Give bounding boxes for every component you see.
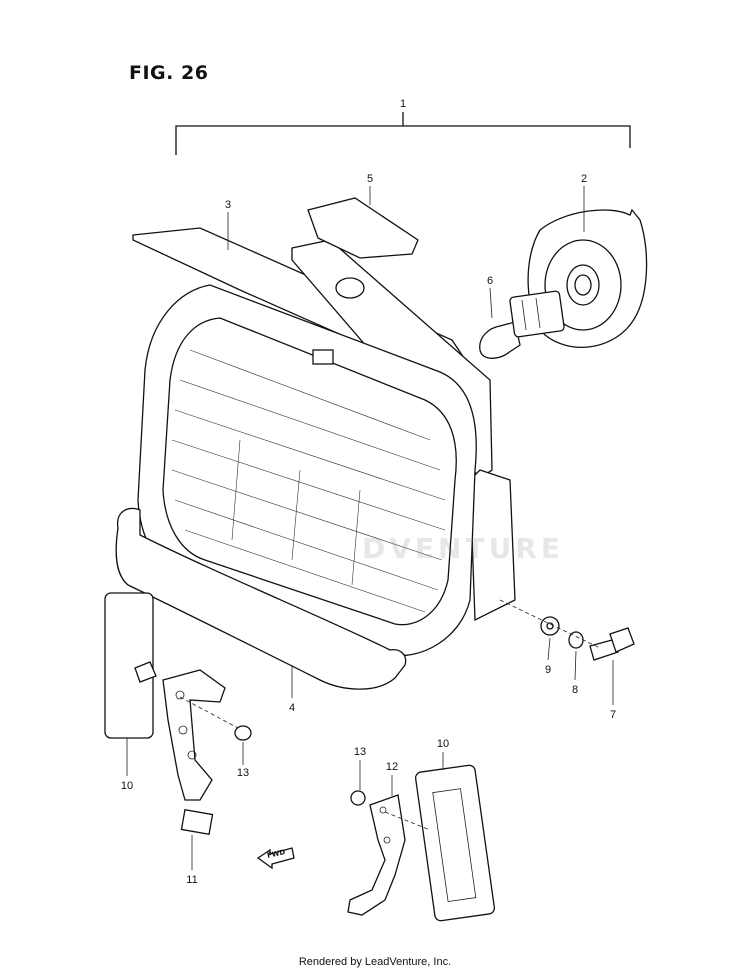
footer-credit: Rendered by LeadVenture, Inc. xyxy=(298,956,452,968)
bracket-right xyxy=(347,794,406,916)
callout-2[interactable]: 2 xyxy=(580,173,588,185)
leader-lines xyxy=(126,186,614,870)
callout-5[interactable]: 5 xyxy=(366,173,374,185)
gasket-plate xyxy=(307,197,419,259)
figure-title: FIG. 26 xyxy=(129,62,209,84)
callout-13-left[interactable]: 13 xyxy=(236,767,250,779)
callout-13-right[interactable]: 13 xyxy=(353,746,367,758)
callout-12[interactable]: 12 xyxy=(385,761,399,773)
callout-6[interactable]: 6 xyxy=(486,275,494,287)
callout-4[interactable]: 4 xyxy=(288,702,296,714)
fwd-arrow-icon xyxy=(256,847,295,870)
reflector-right xyxy=(414,764,496,922)
bracket-left xyxy=(162,669,226,801)
reflector-left xyxy=(104,592,154,739)
nut-right xyxy=(350,790,366,806)
watermark: DVENTURE xyxy=(362,532,564,565)
bulb xyxy=(479,290,565,359)
assembly-bracket xyxy=(175,112,631,155)
callout-8[interactable]: 8 xyxy=(571,684,579,696)
nut-left xyxy=(234,725,252,741)
callout-10-right[interactable]: 10 xyxy=(436,738,450,750)
callout-11[interactable]: 11 xyxy=(186,874,198,886)
callout-7[interactable]: 7 xyxy=(609,709,617,721)
callout-3[interactable]: 3 xyxy=(224,199,232,211)
bolt xyxy=(589,627,635,661)
callout-10-left[interactable]: 10 xyxy=(120,780,134,792)
headlight-housing xyxy=(132,227,516,657)
callout-9[interactable]: 9 xyxy=(544,664,552,676)
lens-texture xyxy=(171,349,446,613)
callout-1[interactable]: 1 xyxy=(399,98,407,110)
